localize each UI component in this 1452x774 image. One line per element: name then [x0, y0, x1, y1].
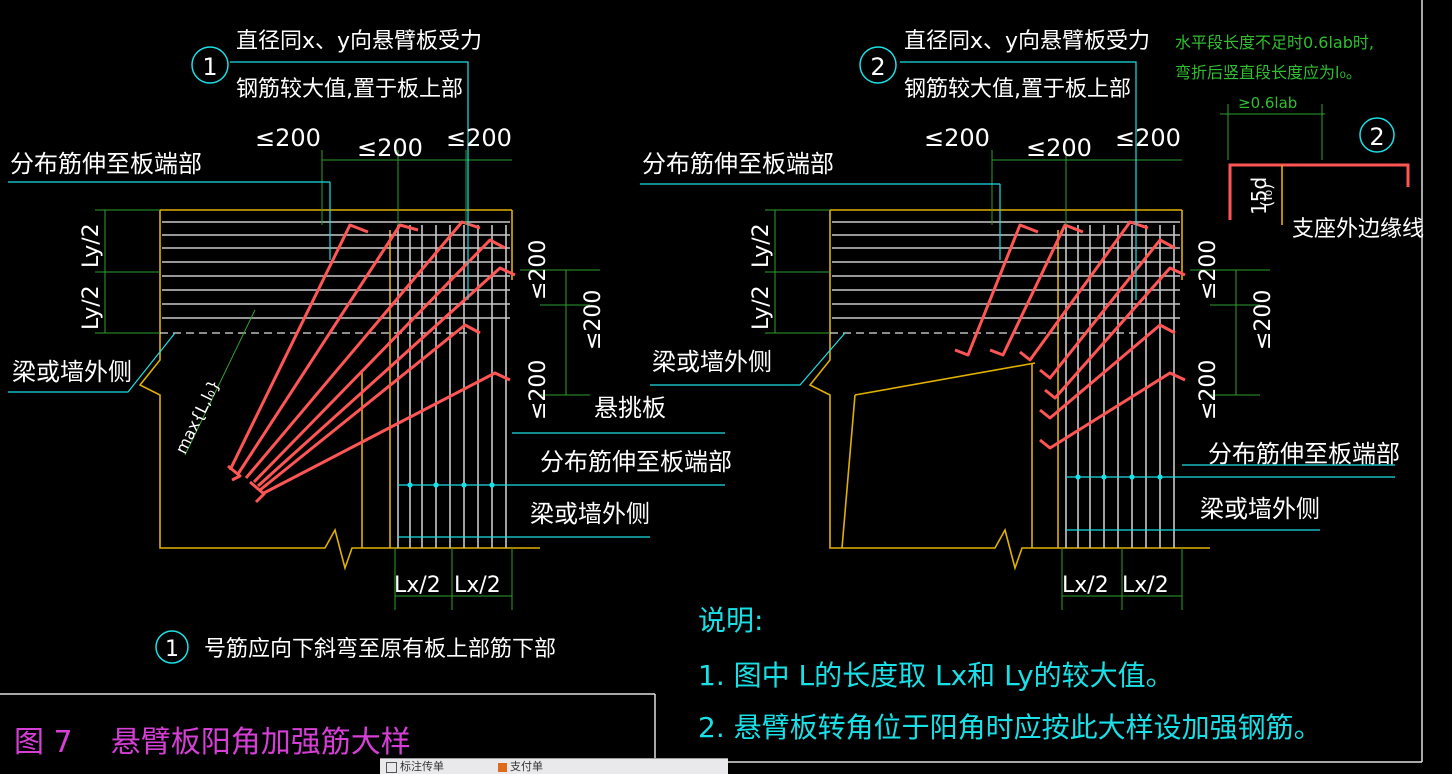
left-dim-top-right: ≤200	[446, 124, 512, 152]
notes: 说明: 1. 图中 L的长度取 Lx和 Ly的较大值。 2. 悬臂板转角位于阳角…	[698, 604, 1322, 744]
taskbar-item-payment[interactable]: 支付单	[498, 759, 543, 774]
left-detail: 1 直径同x、y向悬臂板受力 钢筋较大值,置于板上部 ≤200 ≤200 ≤20…	[8, 29, 732, 664]
left-callout-text-line2: 钢筋较大值,置于板上部	[236, 77, 463, 102]
left-footnote-number: 1	[165, 637, 179, 662]
notes-item2: 2. 悬臂板转角位于阳角时应按此大样设加强钢筋。	[698, 711, 1322, 744]
notes-item1: 1. 图中 L的长度取 Lx和 Ly的较大值。	[698, 659, 1174, 692]
right-dim-lx-2: Lx/2	[1122, 573, 1169, 598]
right-dim-top-right: ≤200	[1115, 124, 1181, 152]
inset-dim-vertical: 15d	[1247, 177, 1271, 215]
right-dim-lx-1: Lx/2	[1062, 573, 1109, 598]
figure-title: 图 7 悬臂板阳角加强筋大样	[14, 725, 411, 760]
right-label-beam-wall: 梁或墙外侧	[652, 348, 772, 376]
taskbar-item-annotation[interactable]: 标注传单	[386, 759, 444, 774]
left-horizontal-rebars	[162, 221, 510, 319]
right-label-beam-wall-bottom: 梁或墙外侧	[1200, 495, 1320, 523]
left-dim-right-3: ≤200	[526, 360, 551, 420]
right-callout-text-line2: 钢筋较大值,置于板上部	[904, 77, 1131, 102]
left-label-beam-wall-bottom: 梁或墙外侧	[530, 500, 650, 528]
left-label-distribution-top: 分布筋伸至板端部	[10, 150, 202, 178]
inset-detail: 水平段长度不足时0.6lab时, 弯折后竖直段长度应为l₀。 ≥0.6lab 2…	[1175, 33, 1424, 242]
left-diagonal-rebars	[227, 220, 516, 504]
left-dim-ly-2: Ly/2	[79, 285, 104, 330]
right-callout-text-line1: 直径同x、y向悬臂板受力	[904, 29, 1150, 54]
right-dim-ly-2: Ly/2	[749, 285, 774, 330]
left-dimensions	[95, 150, 600, 610]
document-icon	[386, 761, 397, 773]
inset-note-line2: 弯折后竖直段长度应为l₀。	[1175, 63, 1362, 82]
left-dim-ly-1: Ly/2	[79, 223, 104, 268]
left-label-cantilever: 悬挑板	[594, 394, 666, 422]
right-dim-right-1: ≤200	[1196, 240, 1221, 300]
left-callout-number: 1	[202, 53, 217, 81]
left-callout-text-line1: 直径同x、y向悬臂板受力	[236, 29, 482, 54]
left-label-beam-wall: 梁或墙外侧	[12, 358, 132, 386]
app-icon	[498, 762, 507, 772]
right-horizontal-rebars	[832, 221, 1180, 319]
right-dim-top-left: ≤200	[924, 124, 990, 152]
left-dim-right-1: ≤200	[526, 240, 551, 300]
left-slab-outline	[138, 209, 540, 571]
left-dim-top-left: ≤200	[255, 124, 321, 152]
drawing-frame	[0, 0, 1423, 763]
right-dim-right-2: ≤200	[1251, 290, 1276, 350]
left-dim-right-2: ≤200	[581, 290, 606, 350]
left-dim-lx-1: Lx/2	[394, 573, 441, 598]
right-diagonal-rebars	[954, 220, 1186, 450]
right-label-distribution-right: 分布筋伸至板端部	[1208, 440, 1400, 468]
notes-heading: 说明:	[698, 604, 763, 637]
right-vertical-rebars	[1065, 225, 1175, 548]
right-label-distribution-top: 分布筋伸至板端部	[642, 150, 834, 178]
inset-callout-number: 2	[1369, 123, 1384, 151]
right-callout-number: 2	[870, 53, 885, 81]
right-detail: 2 直径同x、y向悬臂板受力 钢筋较大值,置于板上部 ≤200 ≤200 ≤20…	[640, 29, 1400, 610]
taskbar: 标注传单 支付单	[380, 758, 728, 774]
taskbar-item-payment-label: 支付单	[510, 760, 543, 773]
inset-note-line1: 水平段长度不足时0.6lab时,	[1175, 33, 1374, 52]
left-vertical-rebars	[397, 225, 507, 548]
right-dim-right-3: ≤200	[1196, 360, 1221, 420]
right-slab-outline	[808, 209, 1210, 571]
right-dimensions	[765, 150, 1270, 610]
left-footnote-text: 号筋应向下斜弯至原有板上部筋下部	[204, 637, 556, 662]
right-dim-top-mid: ≤200	[1026, 134, 1092, 162]
inset-dim-lo: (l₀)	[1257, 184, 1276, 207]
inset-label-support-edge: 支座外边缘线	[1292, 217, 1424, 242]
right-dim-ly-1: Ly/2	[749, 223, 774, 268]
taskbar-item-annotation-label: 标注传单	[400, 760, 444, 773]
inset-dim-horizontal: ≥0.6lab	[1238, 94, 1297, 112]
left-dim-top-mid: ≤200	[357, 134, 423, 162]
left-label-distribution-right: 分布筋伸至板端部	[540, 448, 732, 476]
left-dim-lx-2: Lx/2	[454, 573, 501, 598]
left-dim-diag: max{L,l₀}	[172, 376, 224, 456]
